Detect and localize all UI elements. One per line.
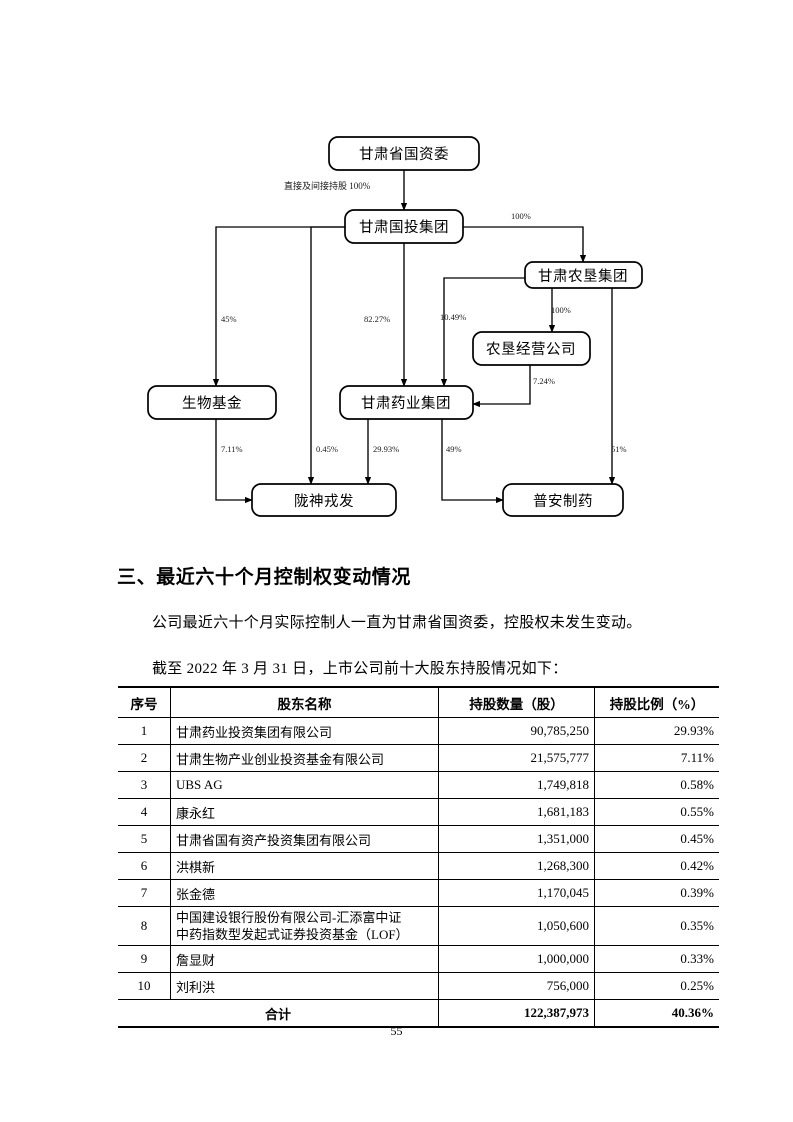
cell-index: 3 [118, 771, 171, 799]
cell-quantity: 1,681,183 [438, 798, 595, 826]
cell-quantity: 756,000 [438, 972, 595, 1000]
cell-index: 6 [118, 852, 171, 880]
diagram-node-longshen [251, 483, 397, 517]
cell-index: 4 [118, 798, 171, 826]
table-row: 8 中国建设银行股份有限公司-汇添富中证 中药指数型发起式证券投资基金（LOF）… [118, 906, 719, 946]
cell-name: 康永红 [170, 798, 439, 826]
diagram-edge-label-gdgroup-yaoye: 82.27% [364, 314, 390, 324]
table-header-quantity: 持股数量（股） [438, 687, 595, 718]
cell-quantity: 1,170,045 [438, 879, 595, 907]
cell-total-quantity: 122,387,973 [438, 999, 595, 1027]
cell-name: 中国建设银行股份有限公司-汇添富中证 中药指数型发起式证券投资基金（LOF） [170, 906, 439, 946]
diagram-edge-label-nongken-yaoye: 10.49% [440, 312, 466, 322]
table-row: 9 詹显财 1,000,000 0.33% [118, 945, 719, 973]
top-shareholders-table-wrapper: 序号 股东名称 持股数量（股） 持股比例（%） 1 甘肃药业投资集团有限公司 9… [118, 686, 719, 1028]
cell-name: 刘利洪 [170, 972, 439, 1000]
diagram-node-puan [502, 483, 624, 517]
table-row: 5 甘肃省国有资产投资集团有限公司 1,351,000 0.45% [118, 825, 719, 853]
cell-name-line1: 中国建设银行股份有限公司-汇添富中证 [176, 910, 402, 925]
diagram-edge-label-nongken-puan: 51% [611, 444, 627, 454]
cell-name: 詹显财 [170, 945, 439, 973]
diagram-node-label-biofund: 生物基金 [182, 395, 242, 412]
cell-index: 10 [118, 972, 171, 1000]
diagram-edge-label-gdgroup-biofund: 45% [221, 314, 237, 324]
cell-percentage: 7.11% [594, 744, 719, 772]
paragraph-top-holders-intro: 截至 2022 年 3 月 31 日，上市公司前十大股东持股情况如下： [152, 661, 568, 677]
diagram-node-label-longshen: 陇神戎发 [294, 493, 354, 510]
cell-name: 甘肃生物产业创业投资基金有限公司 [170, 744, 439, 772]
cell-name: 洪棋新 [170, 852, 439, 880]
diagram-edge-label-gdgroup-nongken: 100% [511, 211, 531, 221]
diagram-node-gdgroup [344, 209, 464, 244]
table-row: 4 康永红 1,681,183 0.55% [118, 798, 719, 826]
ownership-structure-diagram: 甘肃省国资委 甘肃国投集团 甘肃农垦集团 农垦经营公司 生物基金 甘肃药业集团 … [0, 0, 793, 540]
table-row: 3 UBS AG 1,749,818 0.58% [118, 771, 719, 799]
table-header-row: 序号 股东名称 持股数量（股） 持股比例（%） [118, 687, 719, 718]
section-heading: 三、最近六十个月控制权变动情况 [117, 567, 412, 588]
cell-quantity: 1,749,818 [438, 771, 595, 799]
cell-total-label: 合计 [118, 999, 439, 1027]
table-row: 7 张金德 1,170,045 0.39% [118, 879, 719, 907]
cell-name: 甘肃药业投资集团有限公司 [170, 717, 439, 745]
table-row: 1 甘肃药业投资集团有限公司 90,785,250 29.93% [118, 717, 719, 745]
cell-percentage: 0.55% [594, 798, 719, 826]
diagram-edge-label-sasac-gdgroup: 直接及间接持股 100% [284, 180, 371, 191]
cell-percentage: 0.35% [594, 906, 719, 946]
table-row: 10 刘利洪 756,000 0.25% [118, 972, 719, 1000]
diagram-node-label-yaoye: 甘肃药业集团 [361, 395, 451, 412]
cell-index: 7 [118, 879, 171, 907]
table-row: 2 甘肃生物产业创业投资基金有限公司 21,575,777 7.11% [118, 744, 719, 772]
diagram-edge-label-nongkenjy-yaoye: 7.24% [533, 376, 555, 386]
diagram-node-label-nongken: 甘肃农垦集团 [538, 268, 628, 285]
cell-index: 1 [118, 717, 171, 745]
cell-quantity: 1,000,000 [438, 945, 595, 973]
cell-index: 5 [118, 825, 171, 853]
diagram-node-biofund [147, 385, 277, 420]
cell-percentage: 0.25% [594, 972, 719, 1000]
diagram-node-label-gdgroup: 甘肃国投集团 [359, 219, 449, 236]
cell-percentage: 0.39% [594, 879, 719, 907]
diagram-node-nongkenjy [472, 331, 591, 366]
diagram-edge-label-nongken-nongkenjy: 100% [551, 305, 571, 315]
cell-index: 8 [118, 906, 171, 946]
cell-percentage: 0.42% [594, 852, 719, 880]
diagram-edge-label-yaoye-longshen: 29.93% [373, 444, 399, 454]
cell-percentage: 0.58% [594, 771, 719, 799]
cell-name: 甘肃省国有资产投资集团有限公司 [170, 825, 439, 853]
page-number: 55 [390, 1024, 403, 1038]
cell-name-line2: 中药指数型发起式证券投资基金（LOF） [176, 927, 409, 942]
cell-total-percentage: 40.36% [594, 999, 719, 1027]
cell-quantity: 21,575,777 [438, 744, 595, 772]
diagram-node-yaoye [339, 385, 474, 420]
cell-quantity: 90,785,250 [438, 717, 595, 745]
cell-percentage: 0.33% [594, 945, 719, 973]
diagram-node-sasac [328, 136, 480, 171]
diagram-edge-label-yaoye-puan: 49% [446, 444, 462, 454]
diagram-node-nongken [524, 261, 643, 289]
cell-quantity: 1,050,600 [438, 906, 595, 946]
cell-quantity: 1,351,000 [438, 825, 595, 853]
table-header-index: 序号 [118, 687, 171, 718]
diagram-edge-label-gdgroup-longshen: 0.45% [316, 444, 338, 454]
paragraph-control-change: 公司最近六十个月实际控制人一直为甘肃省国资委，控股权未发生变动。 [152, 615, 642, 631]
table-header-name: 股东名称 [170, 687, 439, 718]
cell-index: 2 [118, 744, 171, 772]
table-header-percentage: 持股比例（%） [594, 687, 719, 718]
cell-name: UBS AG [170, 771, 439, 799]
top-shareholders-table: 序号 股东名称 持股数量（股） 持股比例（%） 1 甘肃药业投资集团有限公司 9… [118, 686, 719, 1028]
cell-percentage: 29.93% [594, 717, 719, 745]
diagram-edge-label-biofund-longshen: 7.11% [221, 444, 243, 454]
cell-percentage: 0.45% [594, 825, 719, 853]
diagram-node-label-puan: 普安制药 [533, 493, 593, 510]
cell-quantity: 1,268,300 [438, 852, 595, 880]
diagram-node-label-nongkenjy: 农垦经营公司 [486, 341, 576, 358]
table-total-row: 合计 122,387,973 40.36% [118, 999, 719, 1027]
diagram-node-label-sasac: 甘肃省国资委 [359, 146, 449, 163]
cell-name: 张金德 [170, 879, 439, 907]
table-row: 6 洪棋新 1,268,300 0.42% [118, 852, 719, 880]
cell-index: 9 [118, 945, 171, 973]
